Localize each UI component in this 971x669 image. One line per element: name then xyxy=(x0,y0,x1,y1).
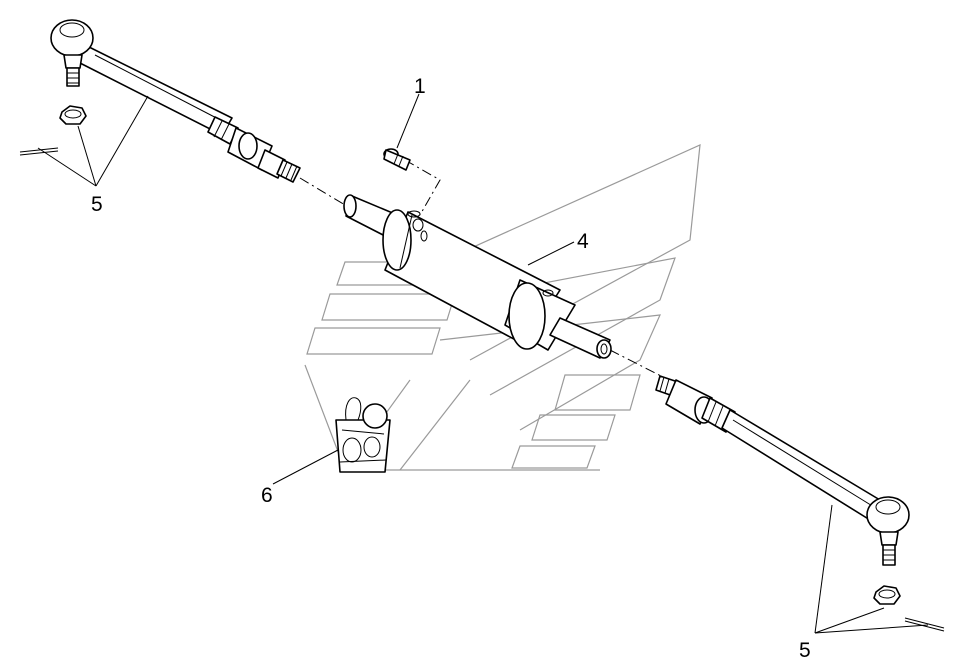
castle-nut-left xyxy=(59,105,87,125)
adjuster-left xyxy=(207,116,301,183)
cotter-pin-right xyxy=(904,617,945,632)
bolt-axis xyxy=(404,159,441,216)
assembly-axis-left xyxy=(299,177,346,206)
steering-cylinder xyxy=(343,194,612,359)
leader-lines xyxy=(37,93,929,634)
bolt xyxy=(383,148,411,171)
callout-part-6: 6 xyxy=(261,484,273,507)
callout-part-5-left: 5 xyxy=(91,193,103,216)
tie-rod-end-right xyxy=(721,409,910,566)
cotter-pin-left xyxy=(19,147,59,156)
castle-nut-right xyxy=(873,585,901,605)
assembly-axis-right xyxy=(609,349,666,379)
callout-part-1: 1 xyxy=(414,75,426,98)
callout-part-5-right: 5 xyxy=(799,639,811,662)
callout-part-4: 4 xyxy=(577,230,589,253)
parts-bag xyxy=(335,397,391,473)
